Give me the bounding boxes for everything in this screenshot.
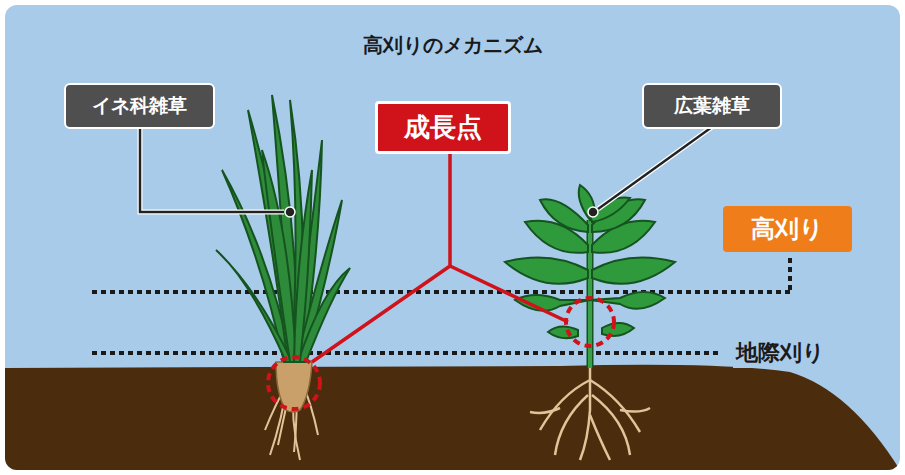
leader-dot bbox=[588, 207, 598, 217]
high-cut-line bbox=[92, 290, 790, 294]
diagram-title: 高刈りのメカニズム bbox=[363, 32, 543, 59]
growth-point-box: 成長点 bbox=[375, 101, 511, 154]
weed-type-box: 広葉雑草 bbox=[642, 83, 782, 129]
high-cut-leader bbox=[788, 258, 792, 292]
growth-point-lines bbox=[312, 150, 568, 362]
growth-point-circle bbox=[268, 357, 320, 409]
ground-cut-line bbox=[92, 351, 722, 355]
box-label: イネ科雑草 bbox=[92, 93, 187, 119]
sky-background bbox=[5, 5, 900, 470]
weed-type-box: イネ科雑草 bbox=[64, 83, 215, 129]
grass-blades bbox=[216, 95, 350, 362]
leader-line bbox=[598, 127, 712, 209]
cut-line-label: 地際刈り bbox=[733, 338, 828, 368]
leader-line bbox=[140, 127, 284, 212]
box-label: 広葉雑草 bbox=[674, 93, 750, 119]
box-label: 成長点 bbox=[404, 110, 482, 145]
leader-line-halo bbox=[598, 127, 712, 209]
soil bbox=[5, 365, 900, 470]
growth-point-circle bbox=[566, 298, 614, 346]
cut-height-box: 高刈り bbox=[723, 206, 852, 252]
broadleaf-leaves bbox=[505, 185, 675, 338]
leader-dot bbox=[285, 207, 295, 217]
broadleaf-roots bbox=[530, 368, 650, 460]
leader-line-halo bbox=[140, 127, 284, 212]
box-label: 高刈り bbox=[751, 213, 824, 245]
